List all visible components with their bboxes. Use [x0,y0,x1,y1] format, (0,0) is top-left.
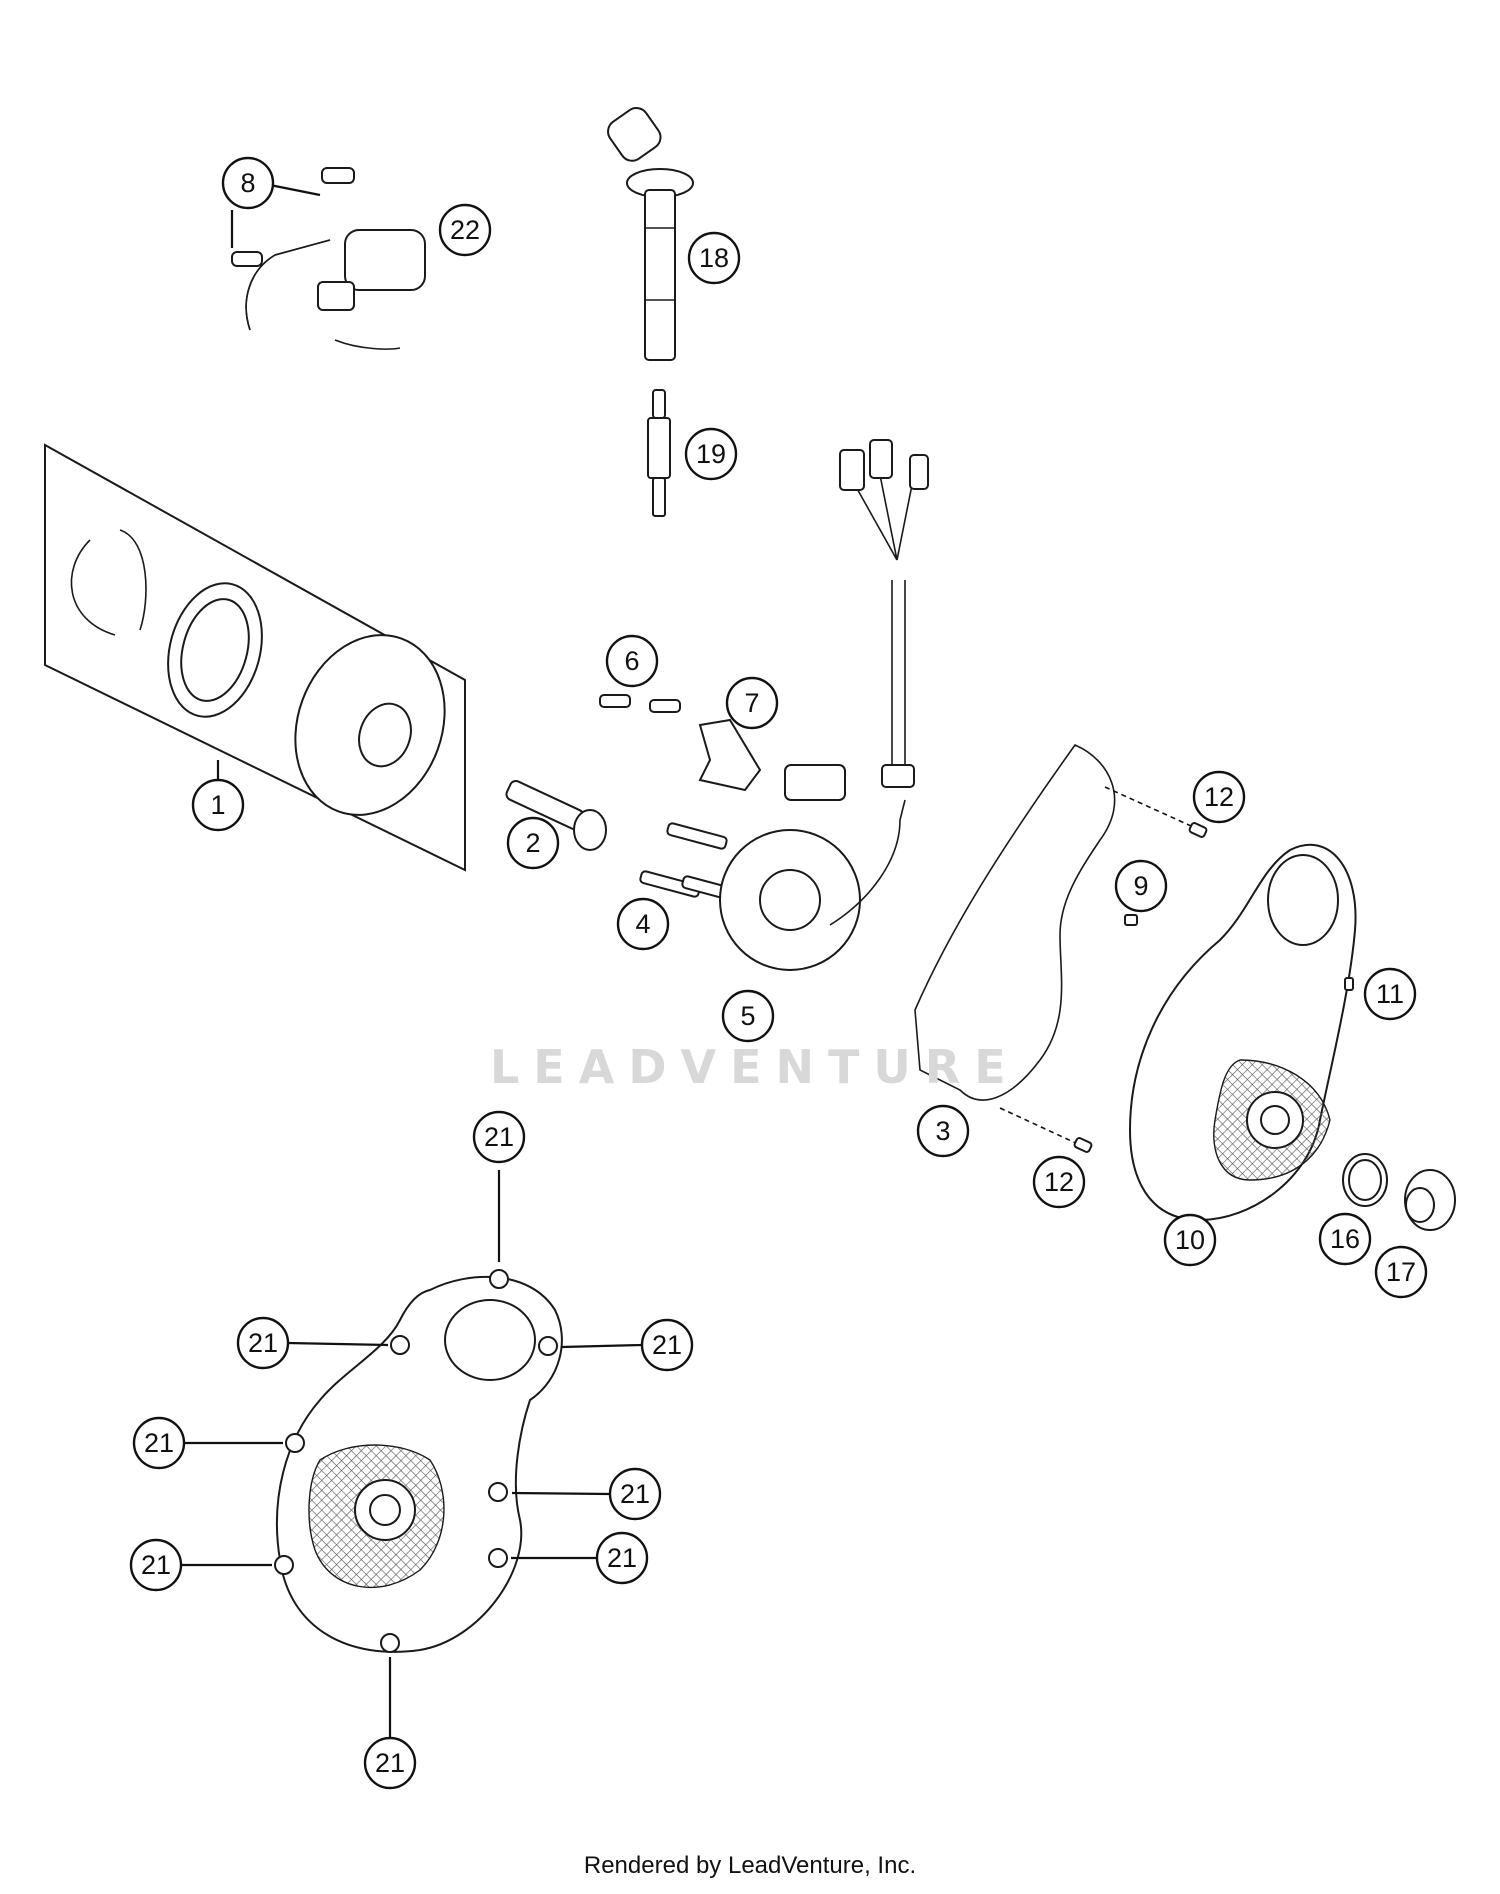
callout-6: 6 [605,634,659,688]
svg-text:16: 16 [1330,1224,1360,1254]
callout-22: 22 [438,203,492,257]
spark-plug-connector [607,107,694,361]
svg-text:21: 21 [375,1748,405,1778]
svg-text:3: 3 [935,1116,950,1146]
svg-text:12: 12 [1044,1167,1074,1197]
callout-21-mid-left: 21 [132,1416,186,1470]
callout-12-bottom: 12 [1032,1155,1086,1209]
plug-screw [1124,914,1138,926]
callout-11: 11 [1363,967,1417,1021]
svg-text:21: 21 [248,1328,278,1358]
callout-4: 4 [616,897,670,951]
svg-text:21: 21 [141,1550,171,1580]
callout-2: 2 [506,816,560,870]
screw-plug [1404,1169,1456,1231]
callout-1: 1 [191,778,245,832]
stator-screws [599,694,681,713]
svg-text:9: 9 [1133,871,1148,901]
svg-text:11: 11 [1376,979,1404,1009]
svg-text:19: 19 [696,439,726,469]
callout-21-mid-right: 21 [608,1467,662,1521]
svg-text:21: 21 [652,1330,682,1360]
callout-12-top: 12 [1192,770,1246,824]
flywheel-kit [44,443,466,872]
svg-text:12: 12 [1204,782,1234,812]
callout-16: 16 [1318,1212,1372,1266]
callout-7: 7 [725,676,779,730]
callout-21-upper-left: 21 [236,1316,290,1370]
svg-text:5: 5 [740,1001,755,1031]
cable-clamp [698,718,762,792]
o-ring [1342,1153,1388,1207]
callout-17: 17 [1374,1245,1428,1299]
callout-21-top: 21 [472,1110,526,1164]
ignition-coil [231,167,426,350]
callout-8: 8 [221,156,275,210]
svg-text:7: 7 [744,688,759,718]
callout-18: 18 [687,231,741,285]
flywheel-bolt [505,780,607,851]
svg-text:21: 21 [484,1122,514,1152]
cover-gasket [914,744,1116,1101]
callout-5: 5 [721,989,775,1043]
svg-text:8: 8 [240,168,255,198]
svg-text:22: 22 [450,215,480,245]
svg-text:10: 10 [1175,1225,1205,1255]
callout-19: 19 [684,427,738,481]
stator [719,439,929,971]
svg-text:4: 4 [635,909,650,939]
footer-credit: Rendered by LeadVenture, Inc. [583,1852,917,1879]
svg-text:18: 18 [699,243,729,273]
watermark: LEADVENTURE [490,1040,1020,1094]
callout-21-bottom: 21 [363,1736,417,1790]
svg-text:6: 6 [624,646,639,676]
svg-text:17: 17 [1386,1257,1416,1287]
callout-10: 10 [1163,1213,1217,1267]
ignition-cover-screw-view [274,1269,563,1653]
svg-text:2: 2 [525,828,540,858]
callout-9: 9 [1114,859,1168,913]
svg-text:21: 21 [607,1543,637,1573]
callout-21-lower-left: 21 [129,1538,183,1592]
callout-21-upper-right: 21 [640,1318,694,1372]
svg-text:21: 21 [620,1479,650,1509]
svg-text:21: 21 [144,1428,174,1458]
callout-3: 3 [916,1104,970,1158]
callout-21-lower-right: 21 [595,1531,649,1585]
spark-plug [647,389,671,517]
svg-text:1: 1 [210,790,225,820]
ignition-cover [1128,843,1357,1222]
dowel-pins [999,786,1208,1153]
